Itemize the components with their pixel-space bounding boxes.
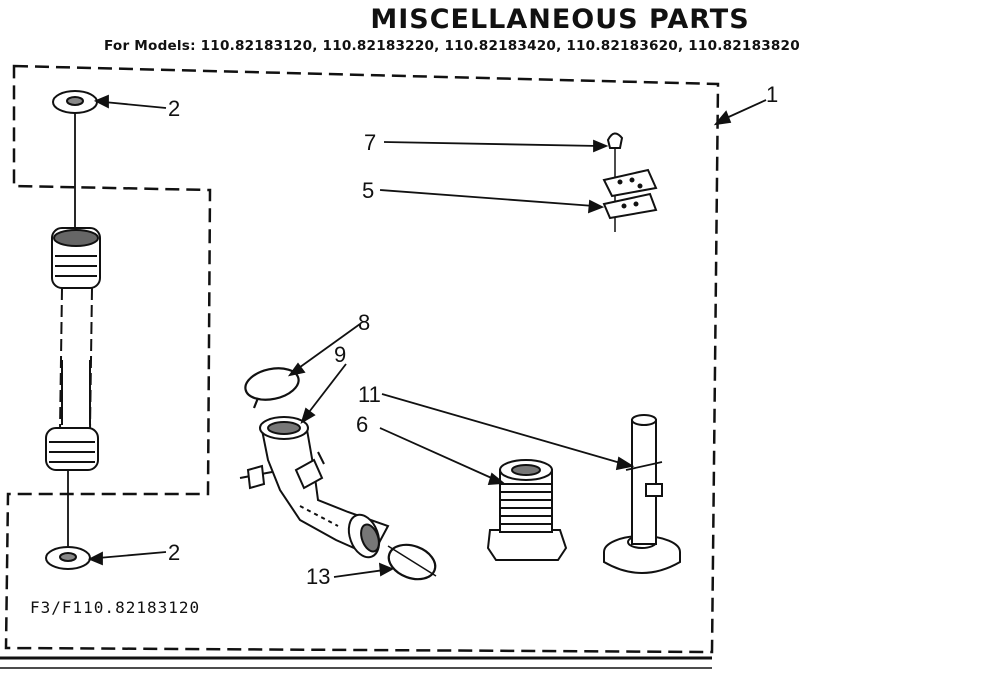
callout-5: 5 [362,178,374,203]
tape-parts [602,168,658,220]
callout-2-bottom: 2 [168,540,180,565]
callout-13: 13 [306,564,330,589]
leveling-leg [603,414,681,574]
clamp-bottom [387,543,437,581]
drawing-code: F3/F110.82183120 [30,598,201,617]
callout-2-top: 2 [168,96,180,121]
callout-9: 9 [334,342,346,367]
callout-6: 6 [356,412,368,437]
callout-11: 11 [358,382,381,407]
page-title: MISCELLANEOUS PARTS [370,4,750,35]
threaded-cap [486,459,568,561]
kit-boundary [4,64,720,654]
callout-1: 1 [766,82,778,107]
leader-lines [87,94,767,578]
models-line: For Models: 110.82183120, 110.82183220, … [104,38,800,54]
callout-8: 8 [358,310,370,335]
hose-assembly [45,90,101,570]
elbow-hose [239,416,390,559]
callout-7: 7 [364,130,376,155]
clamp-top [244,367,300,409]
